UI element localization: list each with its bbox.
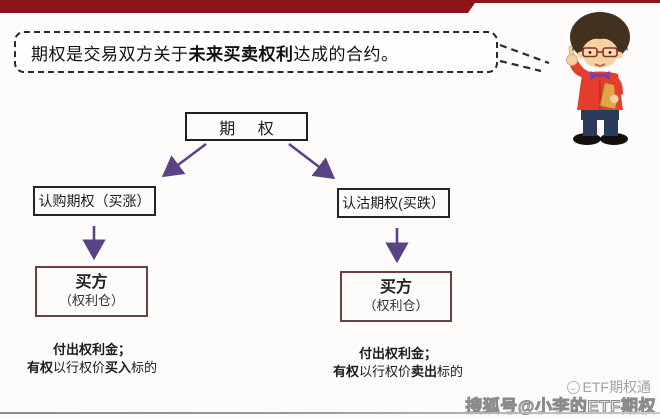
mouth [594, 63, 606, 67]
cartoon-presenter [566, 12, 630, 145]
diagonal-arrow-left [161, 142, 207, 178]
speech-bubble: 期权是交易双方关于未来买卖权利达成的合约。 [14, 31, 498, 73]
buyer-right-subtitle: （权利仓） [363, 298, 429, 314]
pant-leg-right [604, 116, 618, 136]
caption-left: 付出权利金； 有权以行权价买入标的 [0, 341, 184, 377]
caption-right-line1: 付出权利金； [358, 346, 437, 361]
pant-leg-left [583, 116, 597, 136]
watermark-brand-text: ETF期权通 [582, 379, 651, 395]
bottom-divider [0, 412, 660, 414]
hand-left [566, 54, 578, 66]
pointing-finger [568, 45, 575, 60]
bow-tie [590, 71, 610, 80]
caption-left-line2: 有权以行权价买入标的 [26, 360, 158, 376]
buyer-right-title: 买方 [379, 279, 412, 297]
call-option-box: 认购期权（买涨） [33, 186, 156, 216]
bubble-text-prefix: 期权是交易双方关于 [31, 44, 189, 64]
eye-left [588, 51, 592, 54]
ear-right [615, 51, 623, 59]
caption-right-line2: 有权以行权价卖出标的 [332, 364, 464, 380]
top-accent-bar [0, 0, 477, 13]
caption-right: 付出权利金； 有权以行权价卖出标的 [306, 345, 490, 381]
buyer-box-left: 买方 （权利仓） [35, 266, 148, 317]
bubble-text-bold: 未来买卖权利 [188, 44, 294, 64]
hair-fringe [572, 23, 628, 51]
buyer-left-title: 买方 [75, 274, 108, 292]
top-accent-line [0, 0, 660, 3]
brand-logo-icon [566, 380, 580, 394]
root-option-box: 期 权 [185, 112, 308, 141]
jacket [577, 71, 623, 110]
book [599, 82, 621, 110]
pants [581, 106, 619, 120]
caption-left-line1: 付出权利金； [52, 342, 131, 357]
face [582, 38, 618, 68]
eye-right [608, 51, 612, 54]
watermark-account: 搜狐号@小李的ETF期权 [465, 397, 656, 417]
glasses-icon [582, 47, 618, 58]
hair [570, 12, 630, 62]
arm-raised [570, 61, 590, 78]
arm-down [611, 77, 623, 98]
shoe-left [573, 133, 601, 145]
ear-left [577, 51, 585, 59]
put-option-box: 认沽期权(买跌） [337, 188, 450, 218]
buyer-left-subtitle: （权利仓） [58, 293, 124, 309]
shoe-right [600, 133, 628, 145]
watermark-brand: ETF期权通 [566, 377, 651, 397]
diagonal-arrow-right [288, 142, 336, 180]
bubble-tail [499, 43, 550, 73]
hand-right [609, 94, 619, 104]
bubble-text-suffix: 达成的合约。 [293, 44, 399, 64]
buyer-box-right: 买方 （权利仓） [340, 271, 452, 322]
